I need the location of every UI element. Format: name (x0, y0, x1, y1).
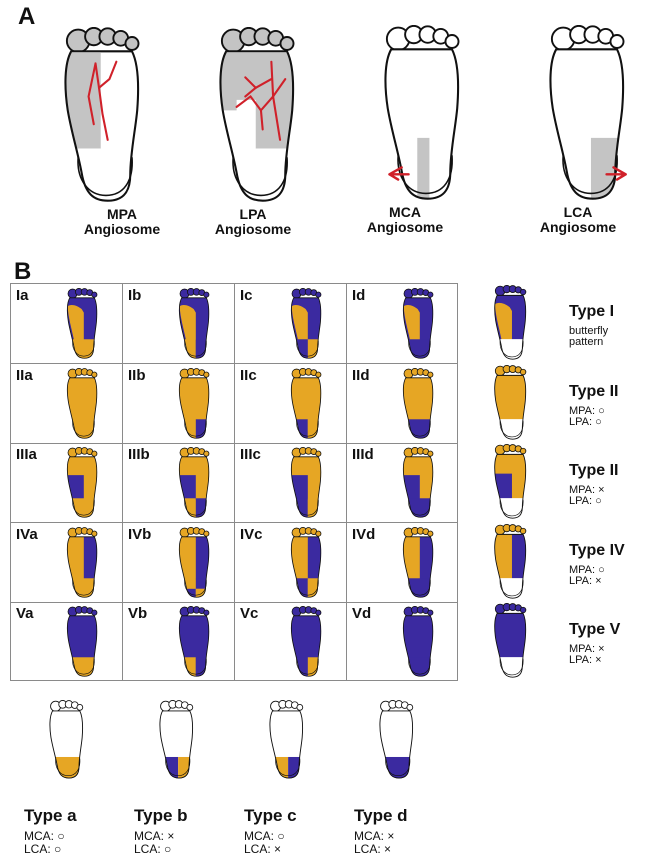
cell-label-ivb: IVb (128, 526, 151, 543)
bottom-type-title: Type b (134, 806, 188, 826)
foot-ivc (280, 527, 330, 599)
cell-label-iva: IVa (16, 526, 38, 543)
row-type-line2: pattern (569, 336, 603, 348)
foot-ivb (168, 527, 218, 599)
cell-label-ib: Ib (128, 287, 141, 304)
cell-label-iib: IIb (128, 367, 146, 384)
grid-divider (11, 522, 457, 523)
row-type-title: Type I (569, 303, 614, 321)
row-type-foot-5 (482, 603, 536, 679)
foot-ivd (392, 527, 442, 599)
cell-label-iiic: IIIc (240, 446, 261, 463)
mpa-angiosome-label: MPA Angiosome (52, 207, 192, 237)
row-type-title: Type II (569, 462, 619, 480)
grid-divider (11, 443, 457, 444)
mca-angiosome-foot (360, 25, 478, 203)
cell-label-ivc: IVc (240, 526, 263, 543)
panel-a-letter: A (18, 3, 35, 31)
grid-divider (11, 363, 457, 364)
row-type-title: Type II (569, 383, 619, 401)
cell-label-ivd: IVd (352, 526, 375, 543)
row-type-line2: LPA: ○ (569, 495, 602, 507)
foot-ib (168, 288, 218, 360)
cell-label-iiid: IIId (352, 446, 374, 463)
bottom-type-line2: LCA: ○ (134, 843, 171, 856)
row-type-foot-2 (482, 365, 536, 441)
cell-label-vb: Vb (128, 605, 147, 622)
bottom-type-title: Type d (354, 806, 408, 826)
cell-label-ic: Ic (240, 287, 253, 304)
grid-divider (234, 284, 235, 680)
bottom-type-title: Type a (24, 806, 77, 826)
cell-label-ia: Ia (16, 287, 29, 304)
cell-label-id: Id (352, 287, 365, 304)
bottom-type-line2: LCA: × (354, 843, 391, 856)
foot-vd (392, 606, 442, 678)
foot-iiid (392, 447, 442, 519)
mpa-label-line2: Angiosome (52, 222, 192, 237)
mca-label-line1: MCA (335, 205, 475, 220)
mpa-angiosome-foot (40, 27, 158, 205)
grid-divider (346, 284, 347, 680)
mpa-label-line1: MPA (52, 207, 192, 222)
cell-label-vd: Vd (352, 605, 371, 622)
foot-iiia (56, 447, 106, 519)
foot-iic (280, 368, 330, 440)
foot-ic (280, 288, 330, 360)
foot-iib (168, 368, 218, 440)
cell-label-va: Va (16, 605, 34, 622)
foot-iiic (280, 447, 330, 519)
lpa-label-line2: Angiosome (183, 222, 323, 237)
lpa-label-line1: LPA (183, 207, 323, 222)
mca-angiosome-label: MCA Angiosome (335, 205, 475, 235)
lpa-angiosome-foot (195, 27, 313, 205)
cell-label-iia: IIa (16, 367, 33, 384)
lca-label-line1: LCA (508, 205, 648, 220)
bottom-type-foot-a (38, 700, 92, 780)
row-type-line2: LPA: × (569, 654, 602, 666)
cell-label-iiia: IIIa (16, 446, 37, 463)
foot-iva (56, 527, 106, 599)
grid-divider (122, 284, 123, 680)
row-type-line2: LPA: × (569, 575, 602, 587)
foot-vc (280, 606, 330, 678)
row-type-foot-3 (482, 444, 536, 520)
row-type-foot-4 (482, 524, 536, 600)
foot-iid (392, 368, 442, 440)
row-type-line2: LPA: ○ (569, 416, 602, 428)
bottom-type-title: Type c (244, 806, 297, 826)
cell-label-iic: IIc (240, 367, 257, 384)
panel-b-letter: B (14, 258, 31, 286)
bottom-type-foot-d (368, 700, 422, 780)
bottom-type-line2: LCA: × (244, 843, 281, 856)
lca-angiosome-foot (525, 25, 643, 203)
bottom-type-line2: LCA: ○ (24, 843, 61, 856)
row-type-foot-1 (482, 285, 536, 361)
row-type-title: Type V (569, 621, 620, 639)
lca-angiosome-label: LCA Angiosome (508, 205, 648, 235)
bottom-type-foot-c (258, 700, 312, 780)
cell-label-iiib: IIIb (128, 446, 150, 463)
row-type-title: Type IV (569, 542, 625, 560)
mca-label-line2: Angiosome (335, 220, 475, 235)
grid-divider (11, 602, 457, 603)
foot-ia (56, 288, 106, 360)
lca-label-line2: Angiosome (508, 220, 648, 235)
bottom-type-foot-b (148, 700, 202, 780)
cell-label-iid: IId (352, 367, 370, 384)
foot-iia (56, 368, 106, 440)
lpa-angiosome-label: LPA Angiosome (183, 207, 323, 237)
foot-id (392, 288, 442, 360)
foot-va (56, 606, 106, 678)
foot-vb (168, 606, 218, 678)
cell-label-vc: Vc (240, 605, 258, 622)
foot-iiib (168, 447, 218, 519)
